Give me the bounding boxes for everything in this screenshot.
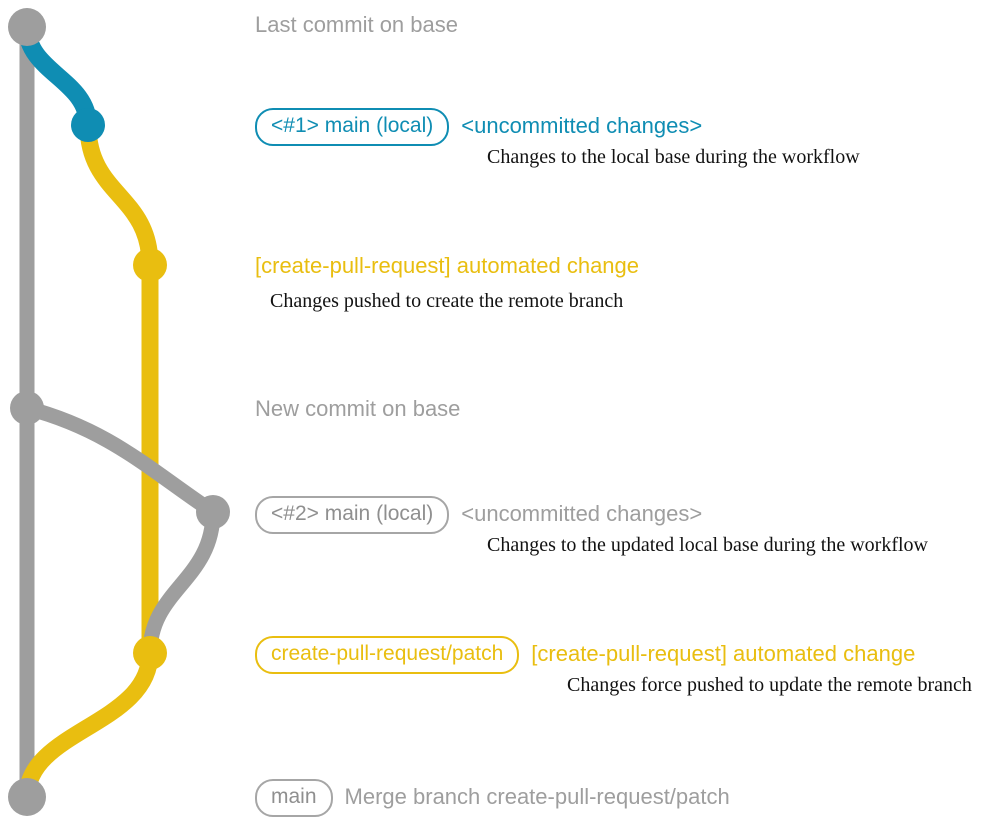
commit-row-merge: main Merge branch create-pull-request/pa… — [255, 779, 730, 817]
commit-node-patch-2[interactable] — [133, 636, 167, 670]
commit-subject-patch-2: [create-pull-request] automated change — [531, 641, 916, 666]
commit-subject-base-last: Last commit on base — [255, 12, 458, 37]
commit-subject-local-1: <uncommitted changes> — [461, 113, 703, 138]
commit-node-merge[interactable] — [8, 778, 46, 816]
commit-subject-merge: Merge branch create-pull-request/patch — [344, 784, 730, 809]
commit-node-base-last[interactable] — [8, 8, 46, 46]
edge-local2-to-patch2 — [142, 504, 221, 661]
commit-subject-patch-1: [create-pull-request] automated change — [255, 253, 640, 278]
edge-basenew-to-local2 — [19, 400, 221, 520]
branch-label-patch-2[interactable]: create-pull-request/patch — [255, 636, 520, 674]
edge-local1-to-patch1 — [79, 116, 159, 274]
commit-note-local-1: Changes to the local base during the wor… — [487, 146, 860, 168]
commit-note-patch-2: Changes force pushed to update the remot… — [567, 674, 972, 696]
commit-subject-base-new: New commit on base — [255, 396, 461, 421]
commit-node-local-1[interactable] — [71, 108, 105, 142]
branch-label-main[interactable]: main — [255, 779, 333, 817]
commit-row-local-2: <#2> main (local) <uncommitted changes> — [255, 496, 702, 534]
commit-node-base-new[interactable] — [10, 391, 44, 425]
commit-row-patch-2: create-pull-request/patch [create-pull-r… — [255, 636, 915, 674]
branch-label-local-2[interactable]: <#2> main (local) — [255, 496, 450, 534]
commit-node-patch-1[interactable] — [133, 248, 167, 282]
commit-node-local-2[interactable] — [196, 495, 230, 529]
commit-note-patch-1: Changes pushed to create the remote bran… — [270, 290, 624, 312]
branch-label-local-1[interactable]: <#1> main (local) — [255, 108, 450, 146]
edge-patch2-to-merge — [18, 644, 159, 806]
commit-row-local-1: <#1> main (local) <uncommitted changes> — [255, 108, 702, 146]
commit-subject-local-2: <uncommitted changes> — [461, 501, 703, 526]
commit-note-local-2: Changes to the updated local base during… — [487, 534, 928, 556]
